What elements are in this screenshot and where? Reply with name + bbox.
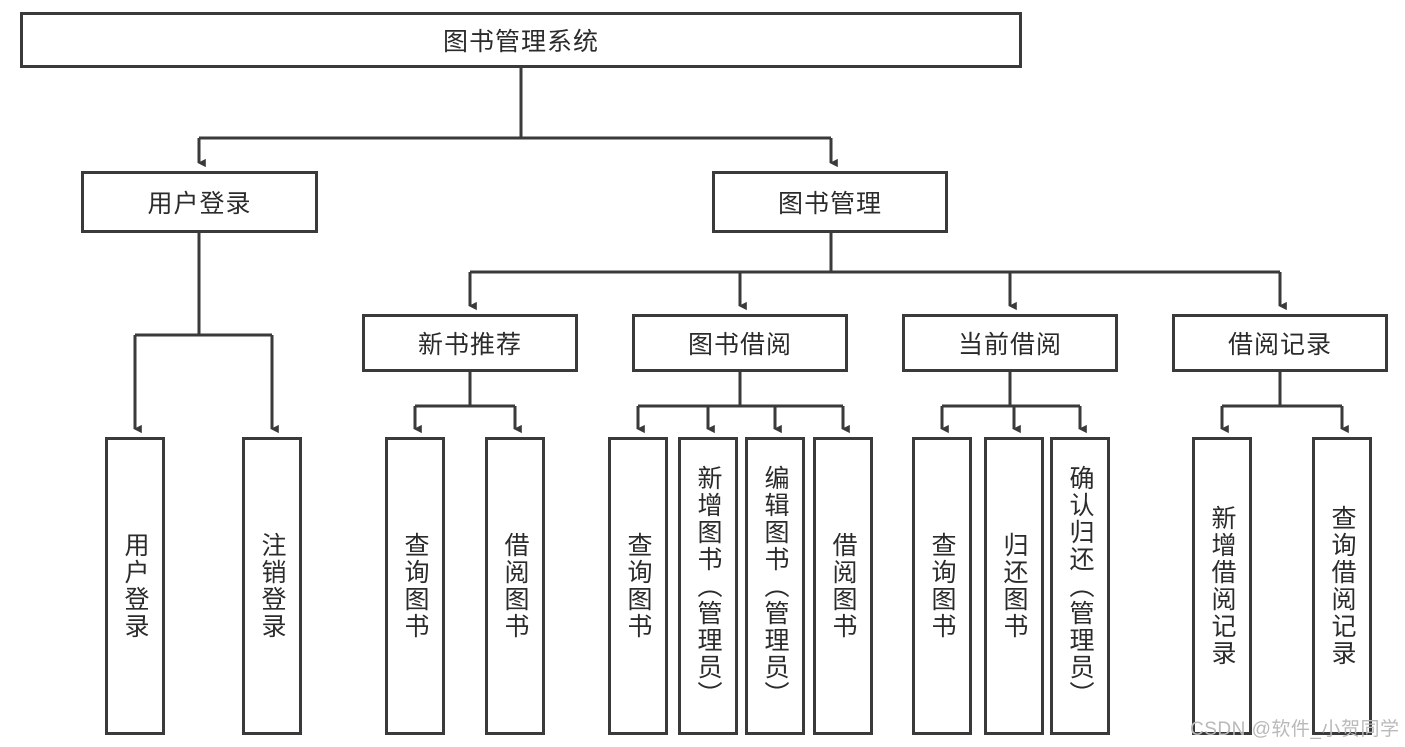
leaf-label: 编辑图书（管理员） (761, 464, 789, 708)
node-new-book-recommend-label: 新书推荐 (417, 331, 522, 359)
leaf-query-record[interactable]: 查询借阅记录 (1312, 437, 1372, 735)
leaf-confirm-return[interactable]: 确认归还（管理员） (1050, 437, 1110, 735)
node-book-manage[interactable]: 图书管理 (712, 171, 948, 233)
leaf-label: 查询图书 (928, 532, 956, 640)
leaf-query-book-3[interactable]: 查询图书 (912, 437, 972, 735)
leaf-query-book-2[interactable]: 查询图书 (608, 437, 668, 735)
node-borrow-record-label: 借阅记录 (1227, 331, 1332, 359)
leaf-label: 归还图书 (1000, 532, 1028, 640)
leaf-label: 注销登录 (258, 532, 286, 640)
node-root-label: 图书管理系统 (442, 28, 599, 56)
leaf-label: 用户登录 (121, 532, 149, 640)
leaf-label: 查询借阅记录 (1328, 505, 1356, 667)
leaf-query-book-1[interactable]: 查询图书 (385, 437, 445, 735)
node-book-borrow[interactable]: 图书借阅 (632, 314, 848, 372)
leaf-label: 查询图书 (624, 532, 652, 640)
leaf-label: 查询图书 (401, 532, 429, 640)
leaf-add-record[interactable]: 新增借阅记录 (1192, 437, 1252, 735)
leaf-borrow-book-1[interactable]: 借阅图书 (485, 437, 545, 735)
node-current-borrow-label: 当前借阅 (957, 331, 1062, 359)
leaf-edit-book[interactable]: 编辑图书（管理员） (745, 437, 805, 735)
leaf-logout[interactable]: 注销登录 (242, 437, 302, 735)
node-book-borrow-label: 图书借阅 (687, 331, 792, 359)
node-user-login-label: 用户登录 (147, 190, 252, 218)
node-new-book-recommend[interactable]: 新书推荐 (362, 314, 578, 372)
leaf-borrow-book-2[interactable]: 借阅图书 (813, 437, 873, 735)
node-book-manage-label: 图书管理 (777, 190, 882, 218)
leaf-label: 新增图书（管理员） (694, 464, 722, 708)
leaf-return-book[interactable]: 归还图书 (984, 437, 1044, 735)
csdn-watermark: CSDN @软件_小贺同学 (1190, 719, 1400, 740)
leaf-add-book[interactable]: 新增图书（管理员） (678, 437, 738, 735)
node-user-login[interactable]: 用户登录 (81, 171, 318, 233)
leaf-user-login[interactable]: 用户登录 (105, 437, 165, 735)
leaf-label: 借阅图书 (829, 532, 857, 640)
node-root[interactable]: 图书管理系统 (20, 12, 1022, 68)
leaf-label: 确认归还（管理员） (1066, 464, 1094, 708)
node-current-borrow[interactable]: 当前借阅 (902, 314, 1118, 372)
node-borrow-record[interactable]: 借阅记录 (1172, 314, 1388, 372)
leaf-label: 新增借阅记录 (1208, 505, 1236, 667)
leaf-label: 借阅图书 (501, 532, 529, 640)
